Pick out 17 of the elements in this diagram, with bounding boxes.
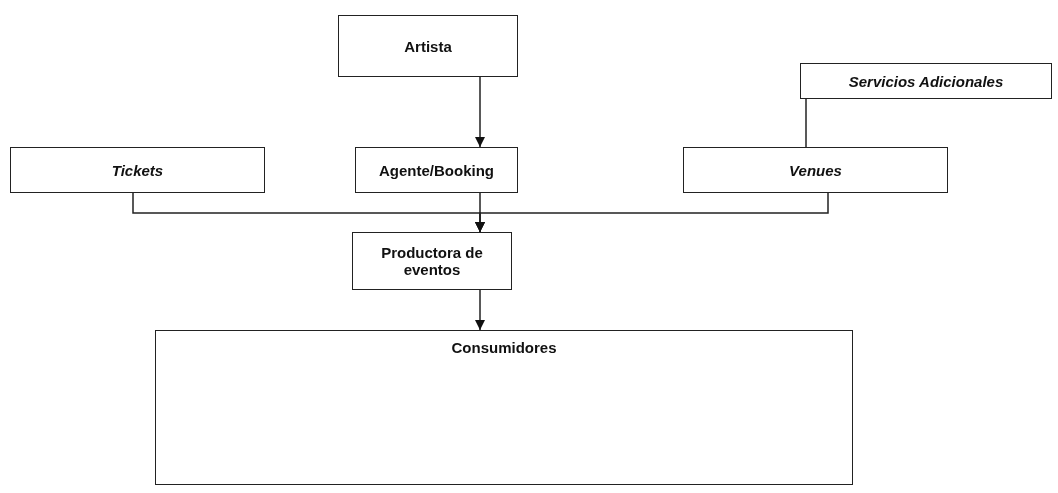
- box-label: Artista: [404, 37, 452, 55]
- box-label: Tickets: [111, 161, 164, 179]
- process-box: [155, 330, 853, 485]
- arrow: [475, 76, 485, 148]
- box-label: Venues: [789, 161, 842, 179]
- arrow: [475, 289, 485, 331]
- process-box: [355, 147, 518, 193]
- arrow: [475, 192, 829, 233]
- process-box: [683, 147, 948, 193]
- box-label: Consumidores: [451, 339, 557, 356]
- process-box: [800, 63, 1052, 99]
- process-box: [338, 15, 518, 77]
- box-label: Agente/Booking: [379, 161, 494, 179]
- process-box: [10, 147, 265, 193]
- process-box: [352, 232, 512, 290]
- box-label: Productora de eventos: [380, 244, 484, 278]
- box-label: Servicios Adicionales: [848, 72, 1004, 90]
